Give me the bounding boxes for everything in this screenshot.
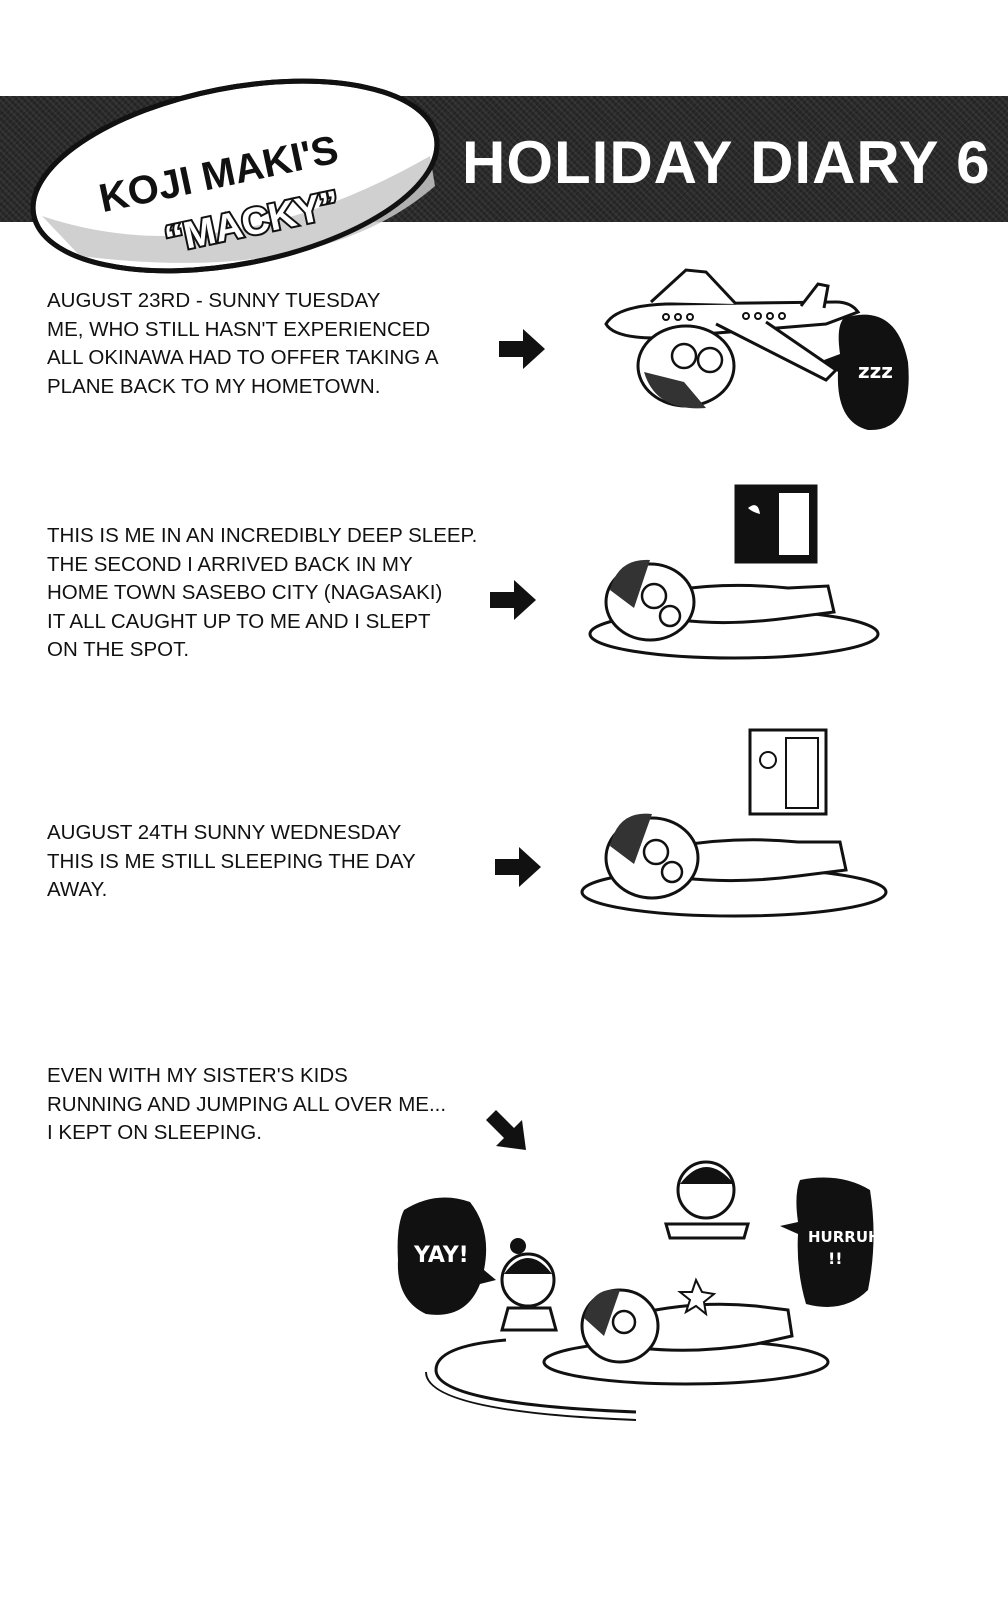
diary-entry-4: EVEN WITH MY SISTER'S KIDS RUNNING AND J… (47, 1064, 447, 1144)
airplane-sleeping-illustration: zzz (604, 268, 909, 431)
right-arrow-icon (499, 329, 545, 369)
diary-entry-2: THIS IS ME IN AN INCREDIBLY DEEP SLEEP. … (47, 524, 478, 661)
author-badge: KOJI MAKI'S “MACKY” (30, 78, 440, 274)
night-sleeping-illustration (588, 484, 880, 660)
right-arrow-icon (490, 580, 536, 620)
diary-entry-3: AUGUST 24TH SUNNY WEDNESDAY THIS IS ME S… (47, 821, 416, 901)
right-arrow-icon (495, 847, 541, 887)
page-title: HOLIDAY DIARY 6 (462, 129, 991, 196)
diary-entry-1: AUGUST 23RD - SUNNY TUESDAY ME, WHO STIL… (47, 289, 439, 398)
bubble-hurruh-exclaim: !! (828, 1249, 843, 1268)
kids-jumping-illustration: YAY! HURRUH !! (397, 1160, 881, 1421)
bubble-zzz: zzz (858, 359, 893, 383)
bubble-yay: YAY! (413, 1243, 469, 1268)
down-right-arrow-icon (486, 1110, 526, 1150)
day-sleeping-illustration (580, 728, 888, 918)
bubble-hurruh: HURRUH (808, 1228, 881, 1246)
